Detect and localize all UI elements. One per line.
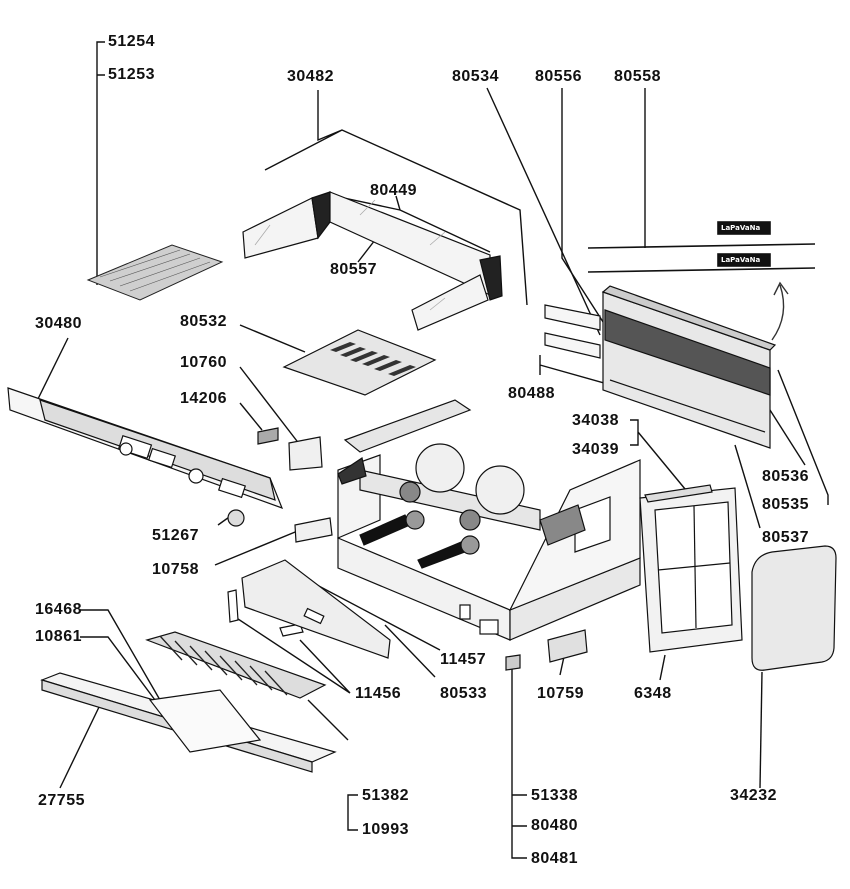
leader-10758 xyxy=(214,529,301,566)
leader-16468-10861 xyxy=(80,609,161,701)
leader-6348 xyxy=(659,654,666,681)
label-27755: 27755 xyxy=(38,792,85,809)
label-80556: 80556 xyxy=(535,68,582,85)
door-frame-6348 xyxy=(639,484,743,653)
side-panels-80557 xyxy=(242,191,503,331)
leader-34038-34039 xyxy=(630,419,691,496)
part-11456-b xyxy=(279,623,304,637)
label-10993: 10993 xyxy=(362,821,409,838)
label-80488: 80488 xyxy=(508,385,555,402)
leader-30480 xyxy=(34,337,69,406)
label-80532: 80532 xyxy=(180,313,227,330)
label-34039: 34039 xyxy=(572,441,619,458)
chassis-body xyxy=(337,454,641,641)
leader-11456 xyxy=(231,614,351,694)
leader-51382-10993 xyxy=(307,699,358,831)
part-11456-a xyxy=(227,589,239,623)
label-30480: 30480 xyxy=(35,315,82,332)
part-10758 xyxy=(294,517,333,543)
part-10759 xyxy=(547,629,588,663)
label-34038: 34038 xyxy=(572,412,619,429)
label-14206: 14206 xyxy=(180,390,227,407)
leader-34232 xyxy=(759,671,763,789)
label-80534: 80534 xyxy=(452,68,499,85)
label-51382: 51382 xyxy=(362,787,409,804)
label-11457: 11457 xyxy=(440,651,487,668)
arrow-up xyxy=(771,281,789,341)
label-80536: 80536 xyxy=(762,468,809,485)
leader-10760 xyxy=(239,366,301,446)
cup-tray-grid xyxy=(86,244,224,301)
part-10760 xyxy=(288,436,323,471)
top-plate-80532 xyxy=(282,329,437,396)
part-51267 xyxy=(227,509,245,527)
label-80481: 80481 xyxy=(531,850,578,867)
part-51338 xyxy=(505,654,521,671)
label-51338: 51338 xyxy=(531,787,578,804)
label-10759: 10759 xyxy=(537,685,584,702)
leader-80535 xyxy=(777,369,829,505)
front-panel-30480 xyxy=(7,387,284,510)
label-80557: 80557 xyxy=(330,261,377,278)
label-16468: 16468 xyxy=(35,601,82,618)
frame-and-groups xyxy=(337,399,586,569)
drip-tray-27755 xyxy=(40,672,337,773)
leader-14206 xyxy=(239,402,263,431)
logo-text-lower: LaPaVaNa xyxy=(721,256,761,264)
label-80449: 80449 xyxy=(370,182,417,199)
part-14206 xyxy=(257,427,279,445)
logo-text-upper: LaPaVaNa xyxy=(721,224,761,232)
label-11456: 11456 xyxy=(355,685,402,702)
label-80480: 80480 xyxy=(531,817,578,834)
label-30482: 30482 xyxy=(287,68,334,85)
leader-30482 xyxy=(264,90,528,306)
side-panel-80533 xyxy=(241,559,391,659)
leader-80449 xyxy=(329,194,491,253)
leader-80537 xyxy=(734,444,761,529)
leader-51338-80481 xyxy=(511,665,527,859)
drip-grid-51382 xyxy=(145,631,327,699)
label-51267: 51267 xyxy=(152,527,199,544)
back-panel xyxy=(544,285,777,449)
leader-80536 xyxy=(769,409,806,466)
label-80533: 80533 xyxy=(440,685,487,702)
leader-80556 xyxy=(561,88,606,326)
label-80558: 80558 xyxy=(614,68,661,85)
leader-27755 xyxy=(59,704,101,789)
label-10758: 10758 xyxy=(152,561,199,578)
label-10861: 10861 xyxy=(35,628,82,645)
leader-80534 xyxy=(486,87,601,336)
leader-80532 xyxy=(239,324,306,353)
leader-80533 xyxy=(384,624,436,678)
label-10760: 10760 xyxy=(180,354,227,371)
leader-80557 xyxy=(357,239,376,263)
logo-strips-80558 xyxy=(587,221,816,273)
small-parts xyxy=(227,427,588,671)
label-51253: 51253 xyxy=(108,66,155,83)
label-80537: 80537 xyxy=(762,529,809,546)
leader-51254-51253 xyxy=(96,41,105,285)
label-34232: 34232 xyxy=(730,787,777,804)
label-6348: 6348 xyxy=(634,685,672,702)
side-cover-34232 xyxy=(751,545,837,671)
label-51254: 51254 xyxy=(108,33,155,50)
label-80535: 80535 xyxy=(762,496,809,513)
